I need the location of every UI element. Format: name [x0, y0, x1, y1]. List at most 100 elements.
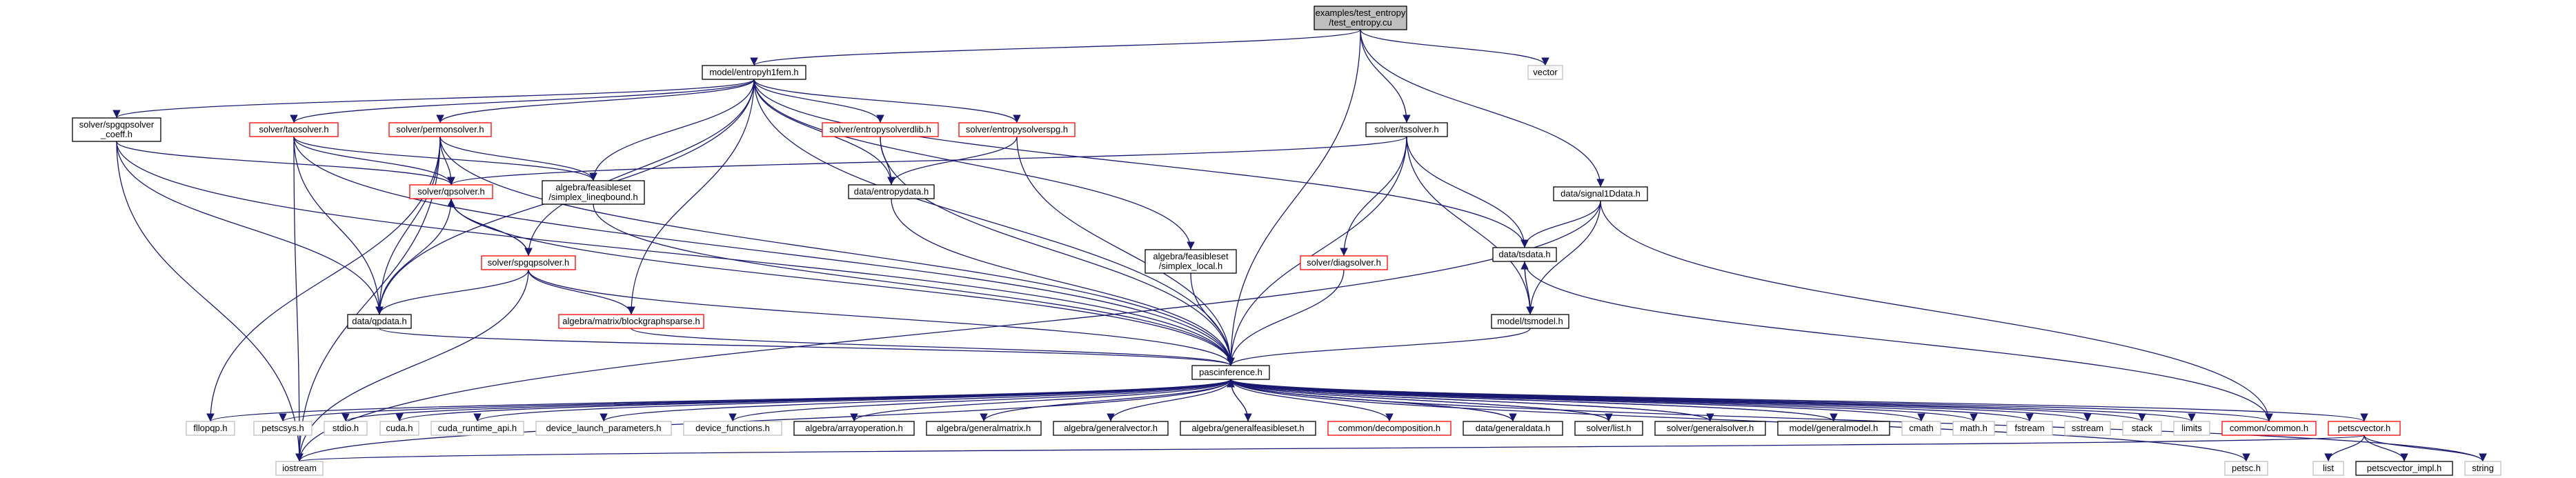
- node-stdio[interactable]: stdio.h: [324, 421, 368, 436]
- node-root-test-entropy[interactable]: examples/test_entropy /test_entropy.cu: [1314, 6, 1407, 30]
- node-common[interactable]: common/common.h: [2221, 421, 2317, 436]
- svg-text:data/signal1Ddata.h: data/signal1Ddata.h: [1561, 188, 1641, 199]
- node-fllopqp[interactable]: fllopqp.h: [186, 421, 235, 436]
- edge-taosolver-to-qpdata: [293, 136, 384, 315]
- node-stack[interactable]: stack: [2122, 421, 2162, 436]
- edge-signal1Ddata-to-tsdata: [1520, 200, 1601, 248]
- node-iostream[interactable]: iostream: [275, 461, 324, 476]
- edge-tssolver-to-qpsolver: [447, 136, 1407, 186]
- node-qpsolver[interactable]: solver/qpsolver.h: [409, 184, 493, 199]
- node-tssolver[interactable]: solver/tssolver.h: [1365, 122, 1448, 137]
- edge-simplex_lineqbound-to-pascinference: [593, 203, 1235, 366]
- svg-text:stdio.h: stdio.h: [333, 423, 359, 433]
- node-simplex-lineqbound[interactable]: algebra/feasibleset /simplex_lineqbound.…: [542, 180, 645, 205]
- edge-spgqpsolver_coeff-to-qpsolver: [116, 141, 455, 186]
- svg-text:examples/test_entropy: examples/test_entropy: [1316, 8, 1406, 18]
- svg-text:algebra/arrayoperation.h: algebra/arrayoperation.h: [805, 423, 903, 433]
- node-entropysolverdlib[interactable]: solver/entropysolverdlib.h: [822, 122, 939, 137]
- node-math[interactable]: math.h: [1952, 421, 1995, 436]
- node-simplex-local[interactable]: algebra/feasibleset /simplex_local.h: [1145, 249, 1237, 274]
- svg-text:cmath: cmath: [1909, 423, 1933, 433]
- node-cmath[interactable]: cmath: [1901, 421, 1941, 436]
- node-sstream[interactable]: sstream: [2064, 421, 2111, 436]
- svg-text:/simplex_local.h: /simplex_local.h: [1159, 261, 1223, 271]
- svg-text:algebra/generalvector.h: algebra/generalvector.h: [1064, 423, 1158, 433]
- edge-entropysolverspg-to-pascinference: [1016, 136, 1235, 366]
- edge-pascinference-to-petscvector: [1230, 379, 2368, 422]
- node-petscvector-impl[interactable]: petscvector_impl.h: [2355, 461, 2453, 476]
- node-signal1Ddata[interactable]: data/signal1Ddata.h: [1553, 186, 1648, 201]
- edge-entropydata-to-pascinference: [891, 198, 1235, 366]
- node-tsdata[interactable]: data/tsdata.h: [1492, 247, 1557, 262]
- node-petsc[interactable]: petsc.h: [2224, 461, 2268, 476]
- node-generalfeasibleset[interactable]: algebra/generalfeasibleset.h: [1180, 421, 1316, 436]
- edge-root-to-pascinference: [1227, 29, 1361, 366]
- node-petscsys[interactable]: petscsys.h: [253, 421, 313, 436]
- edge-spgqpsolver-to-qpdata: [375, 269, 529, 315]
- node-entropyh1fem[interactable]: model/entropyh1fem.h: [702, 65, 806, 80]
- svg-text:fllopqp.h: fllopqp.h: [193, 423, 227, 433]
- svg-text:vector: vector: [1533, 67, 1558, 77]
- node-petscvector[interactable]: petscvector.h: [2328, 421, 2401, 436]
- node-cuda-runtime-api[interactable]: cuda_runtime_api.h: [430, 421, 524, 436]
- svg-text:petscsys.h: petscsys.h: [261, 423, 304, 433]
- node-blockgraphsparse[interactable]: algebra/matrix/blockgraphsparse.h: [558, 314, 704, 329]
- node-diagsolver[interactable]: solver/diagsolver.h: [1300, 255, 1388, 270]
- edge-blockgraphsparse-to-pascinference: [631, 328, 1235, 366]
- edge-entropyh1fem-to-spgqpsolver_coeff: [112, 79, 755, 119]
- edge-pascinference-to-device_launch_parameters: [600, 379, 1231, 422]
- node-device-launch-parameters[interactable]: device_launch_parameters.h: [535, 421, 672, 436]
- node-generalmatrix[interactable]: algebra/generalmatrix.h: [926, 421, 1042, 436]
- edge-spgqpsolver_coeff-to-qpdata: [116, 141, 384, 315]
- edge-tssolver-to-pascinference: [1227, 136, 1407, 366]
- svg-text:algebra/matrix/blockgraphspars: algebra/matrix/blockgraphsparse.h: [562, 316, 700, 326]
- svg-text:petsc.h: petsc.h: [2232, 463, 2261, 473]
- node-spgqpsolver[interactable]: solver/spgqpsolver.h: [481, 255, 576, 270]
- node-spgqpsolver-coeff[interactable]: solver/spgqpsolver _coeff.h: [72, 117, 161, 142]
- edge-spgqpsolver-to-qpsolver: [447, 198, 529, 257]
- edge-tssolver-to-diagsolver: [1340, 136, 1407, 257]
- node-generalvector[interactable]: algebra/generalvector.h: [1053, 421, 1169, 436]
- edge-spgqpsolver_coeff-to-pascinference: [116, 141, 1235, 366]
- edge-pascinference-to-sstream: [1230, 379, 2092, 422]
- svg-text:list: list: [2323, 463, 2334, 473]
- node-taosolver[interactable]: solver/taosolver.h: [249, 122, 339, 137]
- node-list[interactable]: list: [2312, 461, 2344, 476]
- node-permonsolver[interactable]: solver/permonsolver.h: [388, 122, 492, 137]
- node-vector[interactable]: vector: [1527, 65, 1563, 80]
- svg-text:solver/qpsolver.h: solver/qpsolver.h: [417, 186, 485, 197]
- edge-simplex_local-to-pascinference: [1190, 272, 1235, 366]
- edge-qpsolver-to-qpdata: [375, 198, 452, 315]
- node-pascinference[interactable]: pascinference.h: [1191, 365, 1270, 380]
- node-generalmodel[interactable]: model/generalmodel.h: [1777, 421, 1890, 436]
- svg-text:limits: limits: [2181, 423, 2202, 433]
- node-decomposition[interactable]: common/decomposition.h: [1327, 421, 1452, 436]
- node-device-functions[interactable]: device_functions.h: [683, 421, 782, 436]
- svg-text:device_launch_parameters.h: device_launch_parameters.h: [546, 423, 662, 433]
- edge-signal1Ddata-to-tsmodel: [1526, 200, 1601, 315]
- edge-diagsolver-to-pascinference: [1227, 269, 1345, 366]
- svg-text:solver/diagsolver.h: solver/diagsolver.h: [1307, 257, 1381, 268]
- node-cuda[interactable]: cuda.h: [379, 421, 419, 436]
- node-qpdata[interactable]: data/qpdata.h: [347, 314, 412, 329]
- svg-text:/test_entropy.cu: /test_entropy.cu: [1329, 17, 1392, 28]
- edge-spgqpsolver-to-pascinference: [528, 269, 1235, 366]
- node-solver-list[interactable]: solver/list.h: [1574, 421, 1643, 436]
- node-string[interactable]: string: [2464, 461, 2501, 476]
- node-limits[interactable]: limits: [2173, 421, 2210, 436]
- node-generalsolver[interactable]: solver/generalsolver.h: [1654, 421, 1766, 436]
- edge-entropyh1fem-to-taosolver: [290, 79, 755, 123]
- svg-text:algebra/feasibleset: algebra/feasibleset: [555, 182, 631, 192]
- edge-pascinference-to-petsc: [1230, 379, 2250, 462]
- edge-entropyh1fem-to-entropysolverspg: [753, 79, 1021, 123]
- node-arrayoperation[interactable]: algebra/arrayoperation.h: [793, 421, 915, 436]
- node-entropysolverspg[interactable]: solver/entropysolverspg.h: [958, 122, 1076, 137]
- edge-signal1Ddata-to-common: [1600, 200, 2273, 422]
- svg-text:/simplex_lineqbound.h: /simplex_lineqbound.h: [548, 192, 637, 202]
- edge-pascinference-to-string: [1230, 379, 2487, 462]
- node-tsmodel[interactable]: model/tsmodel.h: [1491, 314, 1569, 329]
- node-generaldata[interactable]: data/generaldata.h: [1463, 421, 1563, 436]
- edge-petscvector-to-list: [2324, 435, 2365, 462]
- node-fstream[interactable]: fstream: [2006, 421, 2053, 436]
- node-entropydata[interactable]: data/entropydata.h: [848, 184, 935, 199]
